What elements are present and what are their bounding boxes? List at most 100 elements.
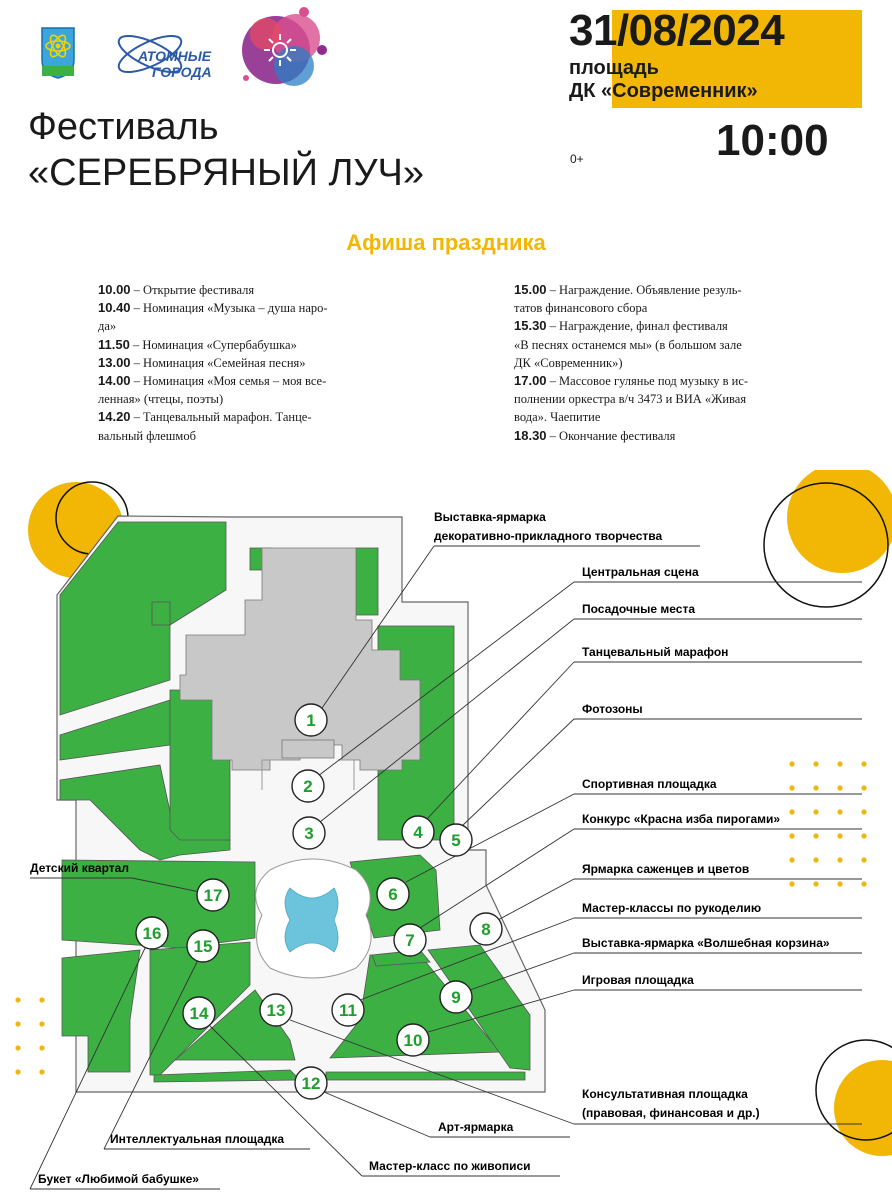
decor-dot [39, 997, 45, 1003]
marker-circle [292, 816, 326, 850]
schedule-text: – Окончание фестиваля [546, 428, 676, 443]
schedule-text: татов финансового сбора [514, 301, 648, 316]
schedule-line: вода». Чаепитие [514, 408, 796, 426]
map-marker-9[interactable]: 9 [439, 980, 473, 1014]
map-marker-11[interactable]: 11 [331, 993, 365, 1027]
map-label-l9: Мастер-классы по рукоделию [582, 901, 761, 915]
map-marker-3[interactable]: 3 [292, 816, 326, 850]
map-marker-15[interactable]: 15 [186, 929, 220, 963]
schedule-text: – Номинация «Моя семья – моя все- [130, 374, 327, 389]
schedule-text: полнении оркестра в/ч 3473 и ВИА «Живая [514, 392, 747, 407]
map-marker-5[interactable]: 5 [439, 823, 473, 857]
decor-dot [789, 881, 795, 887]
decor-dot [15, 1069, 21, 1075]
age-rating: 0+ [570, 152, 584, 166]
logo-text-line1: АТОМНЫЕ [138, 48, 212, 64]
marker-circle [439, 980, 473, 1014]
schedule-line: 13.00 – Номинация «Семейная песня» [98, 354, 378, 372]
map-marker-10[interactable]: 10 [396, 1023, 430, 1057]
marker-number: 4 [413, 823, 423, 842]
schedule-time: 18.30 [514, 427, 547, 443]
map-marker-12[interactable]: 12 [294, 1066, 328, 1100]
decor-dot [813, 881, 819, 887]
decor-dot [15, 997, 21, 1003]
map-label-l17: Детский квартал [30, 861, 129, 875]
schedule-text: вода». Чаепитие [514, 410, 601, 425]
map-marker-6[interactable]: 6 [376, 877, 410, 911]
decor-circles [28, 470, 892, 1156]
decor-dot [837, 761, 843, 767]
map-label-l3: Посадочные места [582, 602, 695, 616]
map-label-l7: Конкурс «Красна изба пирогами» [582, 812, 780, 826]
map-marker-16[interactable]: 16 [135, 916, 169, 950]
leader-line [323, 1091, 570, 1138]
map-marker-1[interactable]: 1 [294, 703, 328, 737]
marker-number: 11 [339, 1001, 357, 1020]
decor-dot [15, 1021, 21, 1027]
map-label-l16: Букет «Любимой бабушке» [38, 1172, 199, 1186]
marker-number: 14 [190, 1004, 209, 1023]
leader-line [30, 877, 201, 893]
marker-number: 7 [405, 931, 414, 950]
marker-number: 10 [404, 1031, 423, 1050]
leader-line [425, 661, 862, 821]
schedule-line: 10.00 – Открытие фестиваля [98, 281, 378, 299]
city-coat-of-arms [41, 27, 75, 79]
schedule-time: 11.50 [98, 336, 130, 352]
map-label-l6: Спортивная площадка [582, 777, 717, 791]
marker-circle [259, 993, 293, 1027]
map-label-l11: Игровая площадка [582, 973, 694, 987]
map-label-l10: Выставка-ярмарка «Волшебная корзина» [582, 936, 830, 950]
event-place-line2: ДК «Современник» [569, 80, 758, 102]
schedule-line: да» [98, 317, 378, 335]
leader-line [419, 828, 862, 929]
map-marker-14[interactable]: 14 [182, 996, 216, 1030]
map-label-l4: Танцевальный марафон [582, 645, 728, 659]
marker-circle [291, 769, 325, 803]
decor-dot [39, 1021, 45, 1027]
map-marker-2[interactable]: 2 [291, 769, 325, 803]
decor-dot [861, 809, 867, 815]
map-label-l15: Интеллектуальная площадка [110, 1132, 284, 1146]
schedule-line: полнении оркестра в/ч 3473 и ВИА «Живая [514, 390, 796, 408]
map-marker-4[interactable]: 4 [401, 815, 435, 849]
schedule-text: – Массовое гулянье под музыку в ис- [546, 374, 749, 389]
decor-dot [861, 833, 867, 839]
leader-line [209, 1025, 560, 1177]
schedule-right-column: 15.00 – Награждение. Объявление резуль-т… [514, 281, 796, 445]
map-marker-13[interactable]: 13 [259, 993, 293, 1027]
decor-dot [15, 1045, 21, 1051]
decor-dot [861, 761, 867, 767]
schedule-time: 13.00 [98, 354, 131, 370]
leader-line [405, 793, 862, 883]
marker-number: 13 [267, 1001, 286, 1020]
marker-circle [469, 912, 503, 946]
leader-line [319, 618, 862, 823]
decor-dot [837, 833, 843, 839]
map-marker-8[interactable]: 8 [469, 912, 503, 946]
map-label-l14: Мастер-класс по живописи [369, 1159, 531, 1173]
fountain-water [284, 887, 339, 953]
schedule-line: 15.30 – Награждение, финал фестиваля [514, 317, 796, 335]
decor-dot [837, 881, 843, 887]
marker-circle [294, 1066, 328, 1100]
marker-circle [135, 916, 169, 950]
decor-dot [813, 809, 819, 815]
map-marker-17[interactable]: 17 [196, 878, 230, 912]
schedule-text: – Номинация «Супербабушка» [129, 337, 297, 352]
marker-number: 9 [451, 988, 460, 1007]
schedule-time: 14.00 [98, 373, 131, 389]
map-labels: Выставка-ярмаркадекоративно-прикладного … [30, 510, 830, 1186]
schedule-text: ДК «Современник») [514, 355, 623, 370]
schedule-line: 18.30 – Окончание фестиваля [514, 427, 796, 445]
schedule-text: – Открытие фестиваля [130, 283, 255, 297]
lawns [59, 521, 531, 1083]
marker-circle [376, 877, 410, 911]
marker-number: 15 [194, 937, 213, 956]
schedule-time: 10.40 [98, 300, 131, 316]
marker-number: 17 [204, 886, 223, 905]
map-marker-7[interactable]: 7 [393, 923, 427, 957]
decor-dot [861, 881, 867, 887]
marker-circle [294, 703, 328, 737]
